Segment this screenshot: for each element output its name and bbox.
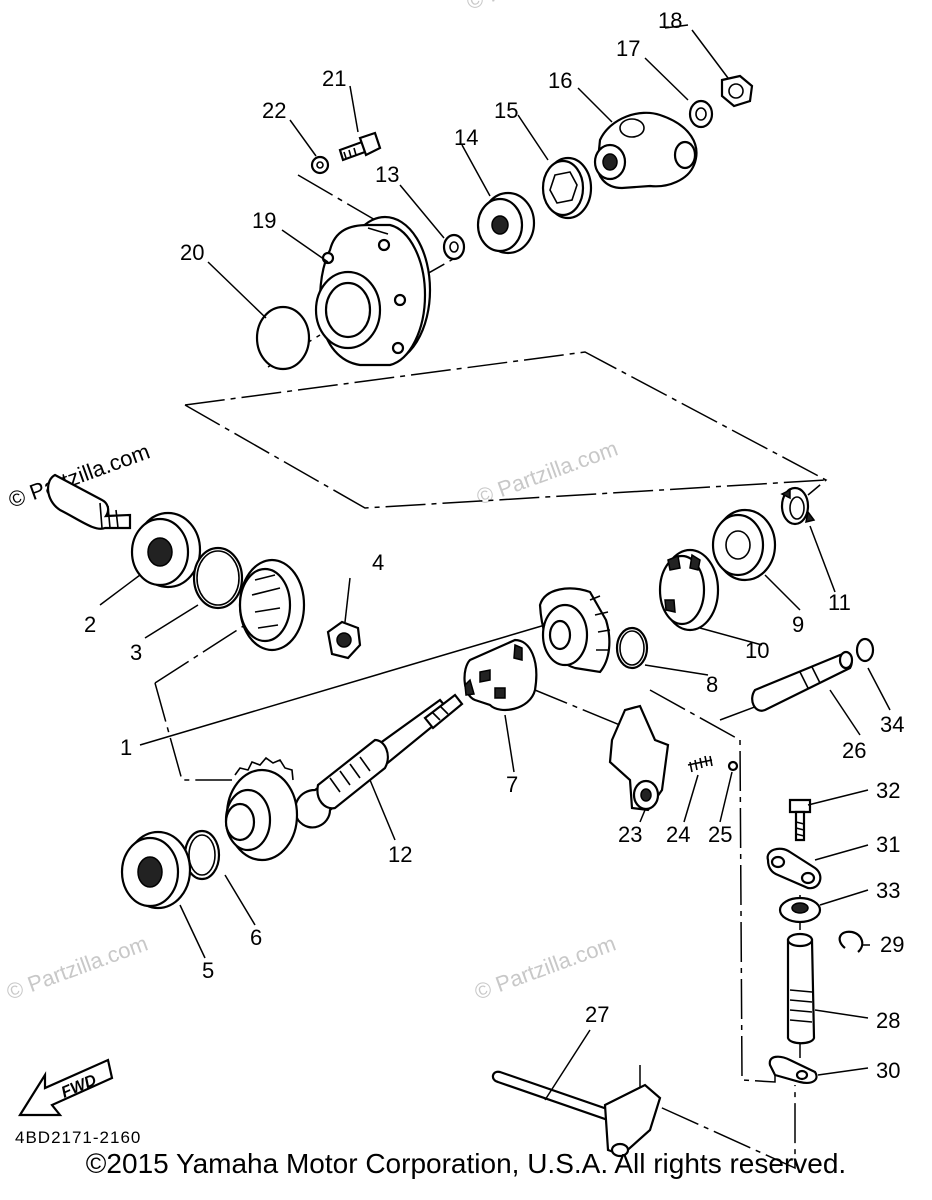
- part-label-16: 16: [548, 68, 572, 93]
- part-30-plate: [768, 1055, 818, 1084]
- part-label-33: 33: [876, 878, 900, 903]
- part-label-27: 27: [585, 1002, 609, 1027]
- part-label-1: 1: [120, 735, 132, 760]
- part-7-sliding-dog: [463, 638, 538, 712]
- part-20-gasket: [255, 305, 311, 371]
- part-label-10: 10: [745, 638, 769, 663]
- part-label-17: 17: [616, 36, 640, 61]
- alignment-line: [649, 689, 776, 1083]
- alignment-line: [154, 682, 232, 781]
- alignment-line: [529, 687, 621, 726]
- alignment-line: [297, 174, 383, 225]
- part-9-bearing: [711, 508, 777, 582]
- part-label-8: 8: [706, 672, 718, 697]
- watermark: © Partzilla.com: [471, 931, 619, 1005]
- part-3-o-ring: [192, 546, 244, 610]
- part-31-arm: [766, 847, 822, 890]
- fwd-arrow-icon: FWD: [18, 1058, 114, 1117]
- part-label-14: 14: [454, 125, 478, 150]
- part-bevel-gear: [538, 587, 611, 674]
- alignment-line: [184, 351, 828, 509]
- part-23-shift-fork: [608, 704, 670, 812]
- part-15-oil-seal: [541, 156, 593, 220]
- part-label-3: 3: [130, 640, 142, 665]
- part-label-4: 4: [372, 550, 384, 575]
- part-label-31: 31: [876, 832, 900, 857]
- watermark: © Partzilla.com: [3, 931, 151, 1005]
- part-label-24: 24: [666, 822, 690, 847]
- part-label-22: 22: [262, 98, 286, 123]
- part-gear-ring: [238, 558, 306, 652]
- part-label-21: 21: [322, 66, 346, 91]
- part-10-clutch: [658, 548, 720, 632]
- part-label-5: 5: [202, 958, 214, 983]
- part-label-20: 20: [180, 240, 204, 265]
- part-label-11: 11: [828, 590, 851, 615]
- part-label-13: 13: [375, 162, 399, 187]
- part-label-15: 15: [494, 98, 518, 123]
- part-26-shift-shaft: [751, 650, 854, 712]
- part-label-34: 34: [880, 712, 904, 737]
- part-22-washer: [310, 155, 330, 175]
- part-5-bearing: [120, 830, 192, 910]
- part-1-drive-gear: [224, 756, 299, 862]
- part-12-main-shaft: [294, 693, 464, 829]
- part-13-washer: [442, 233, 466, 261]
- part-11-clip: [780, 486, 816, 526]
- alignment-line: [639, 1065, 796, 1170]
- part-33-collar: [778, 896, 822, 924]
- watermark: © Partzilla.com: [463, 0, 611, 15]
- alignment-line: [719, 704, 761, 721]
- part-label-28: 28: [876, 1008, 900, 1033]
- part-label-18: 18: [658, 8, 682, 33]
- watermark: © Partzilla.com: [473, 436, 621, 510]
- part-label-2: 2: [84, 612, 96, 637]
- part-29-circlip: [838, 930, 864, 953]
- part-24-spring: [687, 755, 713, 773]
- part-18-nut: [720, 74, 754, 108]
- part-28-shaft: [786, 932, 816, 1045]
- part-25-ball: [727, 760, 739, 772]
- part-17-washer: [688, 99, 714, 129]
- part-shaft-pinion: [47, 473, 132, 530]
- copyright-notice: ©2015 Yamaha Motor Corporation, U.S.A. A…: [85, 1148, 847, 1179]
- part-2-bearing: [130, 511, 202, 589]
- alignment-line: [154, 624, 246, 684]
- part-label-32: 32: [876, 778, 900, 803]
- part-34-circlip: [855, 637, 875, 663]
- part-14-bearing: [476, 191, 536, 255]
- part-6-o-ring: [183, 829, 221, 881]
- part-32-bolt: [788, 798, 812, 842]
- part-label-29: 29: [880, 932, 904, 957]
- part-label-19: 19: [252, 208, 276, 233]
- part-16-yoke: [593, 111, 698, 190]
- diagram-code: 4BD2171-2160: [15, 1128, 141, 1147]
- part-8-o-ring: [615, 626, 649, 670]
- part-label-30: 30: [876, 1058, 900, 1083]
- part-label-25: 25: [708, 822, 732, 847]
- part-label-7: 7: [506, 772, 518, 797]
- part-19-housing: [314, 215, 432, 367]
- part-label-26: 26: [842, 738, 866, 763]
- part-21-bolt: [338, 131, 382, 162]
- part-label-6: 6: [250, 925, 262, 950]
- part-label-23: 23: [618, 822, 642, 847]
- part-27-shift-lever: [491, 1070, 662, 1158]
- part-label-9: 9: [792, 612, 804, 637]
- part-label-12: 12: [388, 842, 412, 867]
- part-4-nut: [326, 620, 362, 660]
